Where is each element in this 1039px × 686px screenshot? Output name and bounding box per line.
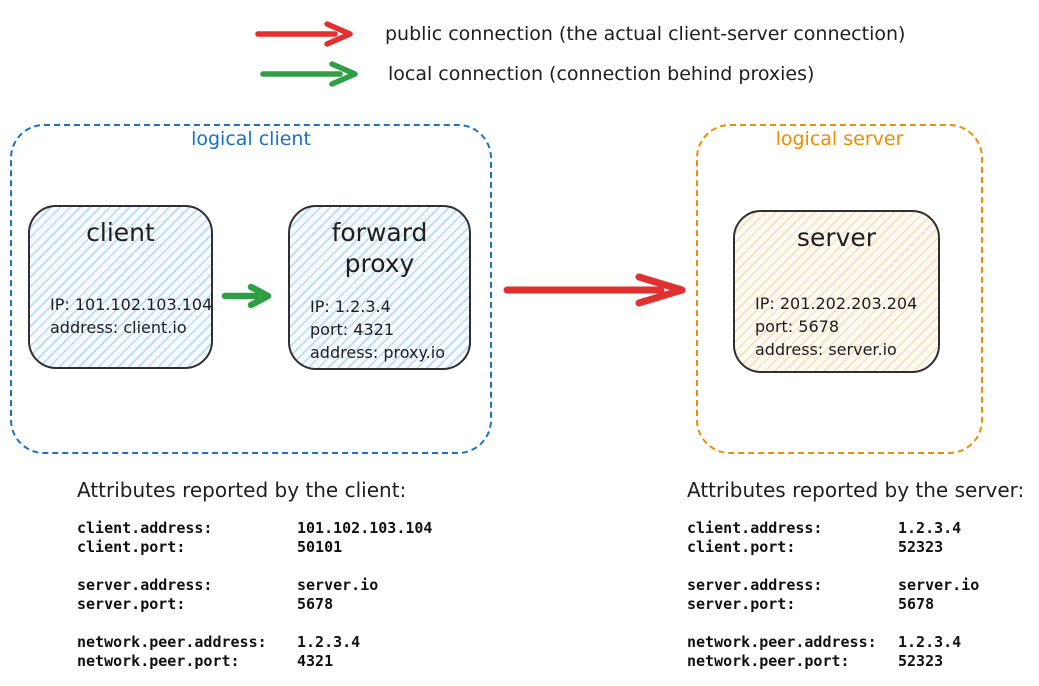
attr-row: server.port: 5678 xyxy=(77,595,334,613)
server-ip: IP: 201.202.203.204 xyxy=(755,294,918,313)
public-connection-arrow-icon xyxy=(255,21,353,47)
server-attributes-list: client.address: 1.2.3.4 client.port: 523… xyxy=(687,519,1024,671)
attr-row: server.port: 5678 xyxy=(687,595,935,613)
local-connection-legend-label: local connection (connection behind prox… xyxy=(388,63,815,85)
local-connection-arrow xyxy=(221,283,272,309)
logical-server-group xyxy=(696,124,983,454)
attr-row: server.address: server.io xyxy=(687,576,980,594)
forward-proxy-node-title: forward proxy xyxy=(331,218,428,278)
server-attributes-section: Attributes reported by the server: clien… xyxy=(687,478,1024,686)
client-node: client IP: 101.102.103.104 address: clie… xyxy=(28,205,213,369)
logical-server-label: logical server xyxy=(775,128,904,150)
logical-client-group xyxy=(10,124,492,454)
server-attributes-title: Attributes reported by the server: xyxy=(687,478,1025,502)
client-node-details: IP: 101.102.103.104 address: client.io xyxy=(50,293,213,339)
client-address: address: client.io xyxy=(50,318,187,337)
attr-row: client.port: 50101 xyxy=(77,538,343,556)
client-attributes-list: client.address: 101.102.103.104 client.p… xyxy=(77,519,432,671)
server-node: server IP: 201.202.203.204 port: 5678 ad… xyxy=(733,210,940,373)
attr-row: network.peer.port: 52323 xyxy=(687,652,944,670)
server-address: address: server.io xyxy=(755,340,897,359)
logical-client-label: logical client xyxy=(191,128,311,150)
attr-row: client.address: 101.102.103.104 xyxy=(77,519,433,537)
public-connection-legend-label: public connection (the actual client-ser… xyxy=(385,23,906,45)
proxy-address: address: proxy.io xyxy=(310,343,445,362)
server-port: port: 5678 xyxy=(755,317,839,336)
proxy-port: port: 4321 xyxy=(310,320,394,339)
server-node-details: IP: 201.202.203.204 port: 5678 address: … xyxy=(755,292,932,361)
client-attributes-title: Attributes reported by the client: xyxy=(77,478,407,502)
attr-row: client.address: 1.2.3.4 xyxy=(687,519,962,537)
forward-proxy-node: forward proxy IP: 1.2.3.4 port: 4321 add… xyxy=(288,205,471,370)
server-node-title: server xyxy=(796,223,877,252)
client-ip: IP: 101.102.103.104 xyxy=(50,295,213,314)
attr-row: network.peer.address: 1.2.3.4 xyxy=(77,633,361,651)
public-connection-arrow xyxy=(503,273,686,307)
attr-row: server.address: server.io xyxy=(77,576,379,594)
client-node-title: client xyxy=(86,218,155,247)
attr-row: client.port: 52323 xyxy=(687,538,944,556)
local-connection-arrow-icon xyxy=(260,61,358,87)
attr-row: network.peer.port: 4321 xyxy=(77,652,334,670)
proxy-ip: IP: 1.2.3.4 xyxy=(310,297,391,316)
forward-proxy-node-details: IP: 1.2.3.4 port: 4321 address: proxy.io xyxy=(310,295,463,364)
attr-row: network.peer.address: 1.2.3.4 xyxy=(687,633,962,651)
client-attributes-section: Attributes reported by the client: clien… xyxy=(77,478,432,686)
